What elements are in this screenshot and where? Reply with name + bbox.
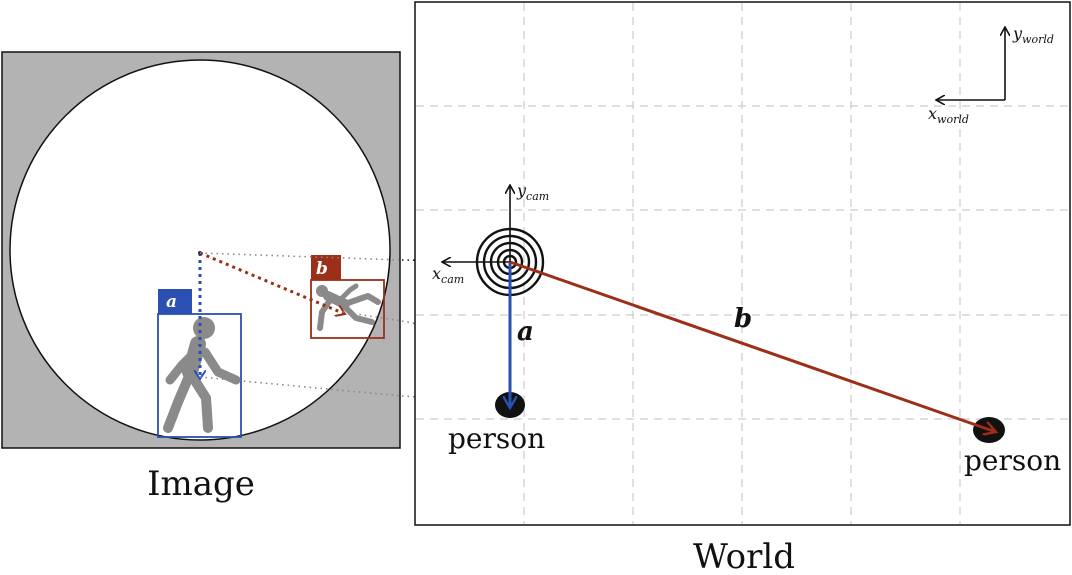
- detection-box-b: b: [310, 255, 385, 339]
- image-caption: Image: [147, 464, 255, 504]
- person-a-label: person: [448, 422, 545, 455]
- vector-b-label: b: [734, 304, 752, 334]
- camera-y-axis-label: ycam: [516, 181, 549, 203]
- box-b-tag-label: b: [316, 259, 328, 279]
- world-caption: World: [693, 537, 795, 575]
- vector-a-label: a: [517, 317, 534, 347]
- fisheye-circle: [9, 59, 391, 441]
- person-falling-icon: [316, 283, 381, 331]
- image-vector-b: [199, 251, 345, 314]
- world-y-axis-label: yworld: [1012, 24, 1054, 46]
- world-grid: [416, 3, 1069, 524]
- box-b-tag: [311, 255, 341, 280]
- world-vector-b: [509, 260, 996, 432]
- camera-x-axis-label: xcam: [432, 264, 464, 286]
- box-a-tag-label: a: [166, 292, 177, 312]
- person-b-label: person: [964, 444, 1061, 477]
- box-a-tag: [158, 289, 192, 314]
- world-axes: yworld xworld: [928, 24, 1054, 126]
- world-x-axis-label: xworld: [928, 104, 969, 126]
- person-walking-icon: [163, 317, 241, 433]
- image-panel: a b: [1, 51, 401, 449]
- detection-box-a: a: [157, 289, 242, 438]
- world-panel: yworld xworld ycam xcam a b person perso…: [414, 1, 1071, 526]
